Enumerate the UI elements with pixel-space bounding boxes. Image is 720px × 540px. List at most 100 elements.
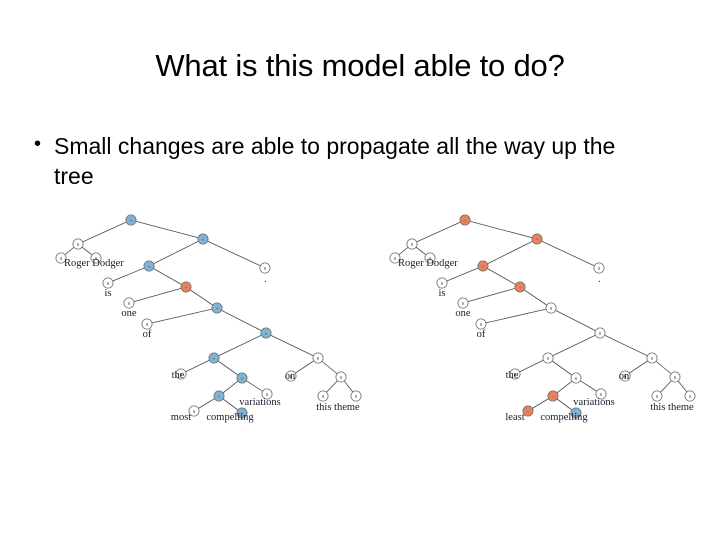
leaf-word-label: one	[455, 308, 471, 319]
tree-edge	[550, 307, 601, 334]
leaf-word-label: least	[505, 412, 524, 423]
tree-node: 0	[457, 297, 469, 309]
tree-edge	[180, 357, 215, 375]
sentiment-node-circle	[477, 260, 489, 272]
sentiment-node-label: −	[519, 285, 522, 290]
leaf-word-label: on	[285, 371, 296, 382]
tree-node: 0	[424, 252, 436, 264]
tree-edge	[411, 219, 466, 245]
sentiment-node-circle	[259, 262, 271, 274]
tree-edges	[394, 219, 691, 414]
tree-node: 0	[684, 390, 696, 402]
tree-edge	[547, 357, 577, 379]
leaf-word-label: the	[506, 370, 519, 381]
tree-edge	[202, 238, 266, 269]
tree-edge	[148, 238, 204, 267]
tree-node: +	[570, 407, 582, 419]
tree-node: 0	[312, 352, 324, 364]
tree-node: 0	[646, 352, 658, 364]
sentiment-node-circle	[542, 352, 554, 364]
tree-node: 0	[619, 370, 631, 382]
sentiment-node-label: 0	[480, 322, 483, 327]
sentiment-node-label: −	[185, 285, 188, 290]
sentiment-node-label: 0	[514, 372, 517, 377]
sentiment-node-label: 0	[462, 301, 465, 306]
leaf-word-label: the	[172, 370, 185, 381]
sentiment-node-circle	[180, 281, 192, 293]
sentiment-node-label: +	[218, 394, 221, 399]
sentiment-node-label: 0	[95, 256, 98, 261]
list-item: • Small changes are able to propagate al…	[34, 131, 674, 192]
sentiment-node-circle	[646, 352, 658, 364]
tree-node: +	[236, 407, 248, 419]
sentiment-node-label: −	[527, 409, 530, 414]
sentiment-node-circle	[436, 277, 448, 289]
tree-edge	[547, 332, 601, 359]
leaf-word-label: of	[477, 329, 486, 340]
sentiment-node-circle	[509, 368, 521, 380]
sentiment-node-circle	[684, 390, 696, 402]
tree-node: +	[236, 372, 248, 384]
tree-node: 0	[141, 318, 153, 330]
sentiment-node-label: 0	[340, 375, 343, 380]
tree-node: 0	[545, 302, 557, 314]
sentiment-node-label: 0	[394, 256, 397, 261]
sentiment-node-label: 0	[128, 301, 131, 306]
sentiment-node-circle	[545, 302, 557, 314]
sentiment-node-circle	[570, 407, 582, 419]
tree-edge	[536, 238, 600, 269]
leaf-word-label: variations	[239, 397, 280, 408]
sentiment-node-label: 0	[600, 392, 603, 397]
sentiment-node-label: 0	[689, 394, 692, 399]
tree-node: 0	[436, 277, 448, 289]
sentiment-node-circle	[188, 405, 200, 417]
sentiment-node-circle	[261, 388, 273, 400]
sentiment-node-label: 0	[651, 356, 654, 361]
bullet-marker-icon: •	[34, 133, 42, 155]
sentiment-node-circle	[350, 390, 362, 402]
tree-node: 0	[285, 370, 297, 382]
leaf-word-label: one	[121, 308, 137, 319]
tree-node: −	[514, 281, 526, 293]
sentiment-node-label: 0	[575, 376, 578, 381]
sentiment-node-circle	[213, 390, 225, 402]
sentiment-node-circle	[406, 238, 418, 250]
sentiment-node-label: 0	[547, 356, 550, 361]
tree-node: 0	[570, 372, 582, 384]
tree-edge	[216, 307, 267, 334]
tree-node: 0	[72, 238, 84, 250]
sentiment-node-circle	[90, 252, 102, 264]
sentiment-node-circle	[72, 238, 84, 250]
sentiment-node-label: −	[482, 264, 485, 269]
sentiment-node-label: +	[148, 264, 151, 269]
sentiment-node-circle	[595, 388, 607, 400]
sentiment-node-circle	[197, 233, 209, 245]
tree-edges	[60, 219, 357, 414]
sentiment-node-circle	[312, 352, 324, 364]
leaf-word-label: on	[619, 371, 630, 382]
sentiment-node-circle	[141, 318, 153, 330]
tree-node: 0	[90, 252, 102, 264]
tree-node: +	[143, 260, 155, 272]
tree-node: +	[211, 302, 223, 314]
tree-node: 0	[350, 390, 362, 402]
sentence-period-label: .	[264, 273, 267, 285]
sentiment-node-label: +	[241, 411, 244, 416]
sentiment-node-circle	[669, 371, 681, 383]
sentiment-node-circle	[594, 327, 606, 339]
tree-node: 0	[651, 390, 663, 402]
sentiment-node-label: 0	[656, 394, 659, 399]
tree-node: +	[208, 352, 220, 364]
tree-node: −	[531, 233, 543, 245]
leaf-word-label: is	[438, 288, 445, 299]
sentiment-node-circle	[547, 390, 559, 402]
sentiment-node-label: +	[575, 411, 578, 416]
leaf-word-label: Roger Dodger	[398, 258, 458, 269]
